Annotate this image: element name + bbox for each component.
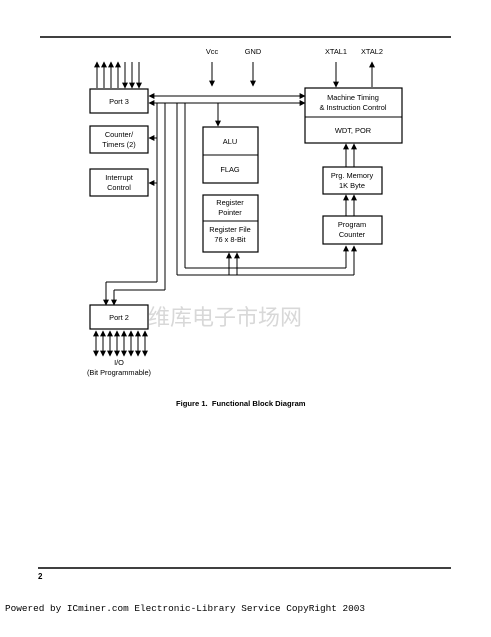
register-file-label-2: 76 x 8-Bit	[214, 235, 245, 244]
port3-io-lines	[94, 61, 142, 89]
xtal1-label: XTAL1	[325, 47, 347, 56]
counter-timers-block	[89, 125, 149, 154]
program-counter-label-2: Counter	[339, 230, 366, 239]
prg-memory-label-2: 1K Byte	[339, 181, 365, 190]
register-pointer-label-2: Pointer	[218, 208, 242, 217]
machine-timing-label-2: & Instruction Control	[320, 103, 387, 112]
register-pointer-label-1: Register	[216, 198, 244, 207]
io-label-2: (Bit Programmable)	[87, 368, 151, 377]
machine-timing-block	[304, 87, 403, 144]
port2-block	[89, 304, 149, 330]
wdt-por-label: WDT, POR	[335, 126, 371, 135]
interrupt-control-label-2: Control	[107, 183, 131, 192]
interrupt-control-block	[89, 168, 149, 197]
watermark: 维库电子市场网	[148, 306, 302, 331]
port2-label: Port 2	[109, 313, 129, 322]
counter-timers-label-1: Counter/	[105, 130, 134, 139]
counter-timers-label-2: Timers (2)	[102, 140, 135, 149]
interrupt-control-label-1: Interrupt	[105, 173, 133, 182]
port2-io-lines	[93, 330, 148, 357]
io-label-1: I/O	[114, 358, 124, 367]
gnd-label: GND	[245, 47, 261, 56]
machine-timing-label-1: Machine Timing	[327, 93, 379, 102]
alu-label: ALU	[223, 137, 237, 146]
xtal2-label: XTAL2	[361, 47, 383, 56]
program-counter-block	[322, 215, 383, 245]
footer-copyright: Powered by ICminer.com Electronic-Librar…	[5, 603, 366, 614]
page-number: 2	[38, 572, 43, 581]
figure-caption: Figure 1. Functional Block Diagram	[176, 399, 306, 408]
program-counter-label-1: Program	[338, 220, 366, 229]
flag-label: FLAG	[220, 165, 240, 174]
register-file-label-1: Register File	[209, 225, 250, 234]
vcc-label: Vcc	[206, 47, 219, 56]
port3-block	[89, 88, 149, 114]
prg-memory-label-1: Prg. Memory	[331, 171, 374, 180]
port3-label: Port 3	[109, 97, 129, 106]
data-bus	[103, 93, 357, 306]
prg-memory-block	[322, 166, 383, 195]
register-block	[202, 194, 259, 253]
